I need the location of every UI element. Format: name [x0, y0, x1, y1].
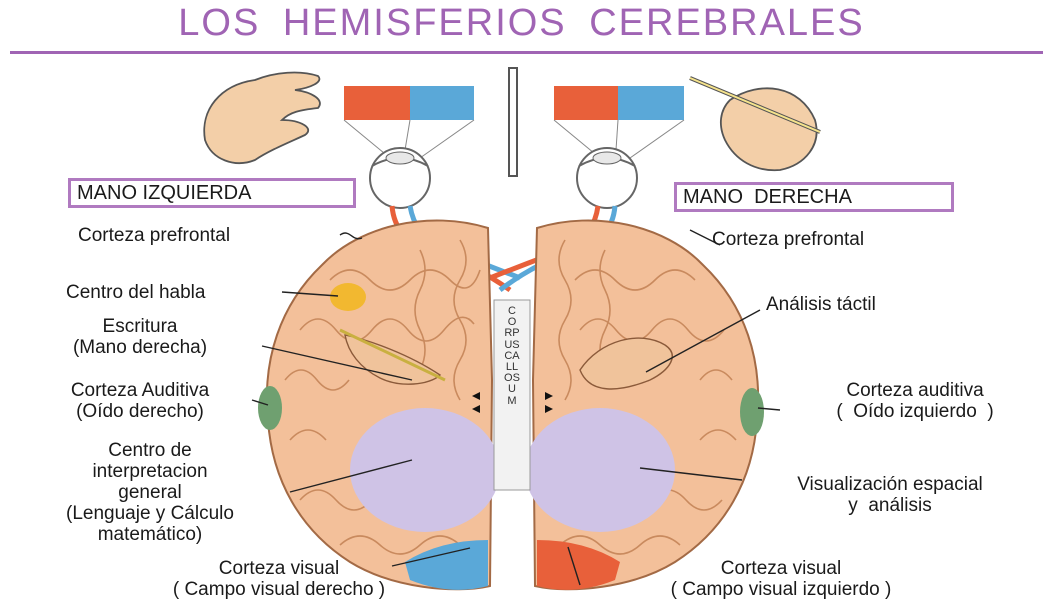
- label-prefrontal-right: Corteza prefrontal: [712, 229, 864, 250]
- label-interpretation-line1: Centro de: [10, 440, 290, 461]
- label-interpretation-line5: matemático): [10, 524, 290, 545]
- label-right-hand: MANO DERECHA: [674, 182, 954, 212]
- right-hemisphere: [533, 220, 758, 589]
- label-writing-line1: Escritura: [20, 316, 260, 337]
- label-writing-line2: (Mano derecha): [20, 337, 260, 358]
- left-hemisphere: [267, 220, 492, 589]
- label-visual-right-line1: Corteza visual: [596, 558, 966, 579]
- label-auditory-left-line1: Corteza Auditiva: [20, 380, 260, 401]
- diagram-title: LOS HEMISFERIOS CEREBRALES: [0, 2, 1043, 45]
- label-visual-left-line2: ( Campo visual derecho ): [104, 579, 454, 600]
- left-hand-illustration: [204, 73, 320, 164]
- blue-square-left: [410, 86, 474, 120]
- corpus-callosum-label: CORPUS CALLOSUM: [504, 306, 520, 407]
- label-visual-right-line2: ( Campo visual izquierdo ): [596, 579, 966, 600]
- red-square-left: [344, 86, 410, 120]
- label-left-hand: MANO IZQUIERDA: [68, 178, 356, 208]
- red-square-right: [554, 86, 618, 120]
- right-hand-illustration: [690, 78, 820, 170]
- right-eye: [577, 148, 637, 208]
- center-divider: [509, 68, 517, 176]
- visual-field-squares-left: [344, 86, 474, 120]
- label-visual-left-line1: Corteza visual: [104, 558, 454, 579]
- label-interpretation-line2: interpretacion: [10, 461, 290, 482]
- left-eye: [370, 148, 430, 208]
- label-prefrontal-left: Corteza prefrontal: [78, 225, 230, 246]
- title-underline: [10, 51, 1043, 54]
- right-auditory-area: [740, 388, 764, 436]
- label-tactile-analysis: Análisis táctil: [766, 294, 876, 315]
- speech-center-area: [330, 283, 366, 311]
- label-auditory-right: Corteza auditiva ( Oído izquierdo ): [790, 380, 1040, 422]
- label-spatial-line1: Visualización espacial: [740, 474, 1040, 495]
- left-auditory-area: [258, 386, 282, 430]
- label-auditory-right-line1: Corteza auditiva: [790, 380, 1040, 401]
- label-interpretation-line4: (Lenguaje y Cálculo: [10, 503, 290, 524]
- label-visual-left: Corteza visual ( Campo visual derecho ): [104, 558, 454, 600]
- blue-square-right: [618, 86, 684, 120]
- label-auditory-left-line2: (Oído derecho): [20, 401, 260, 422]
- label-spatial-line2: y análisis: [740, 495, 1040, 516]
- label-auditory-left: Corteza Auditiva (Oído derecho): [20, 380, 260, 422]
- visual-field-squares-right: [554, 86, 684, 120]
- label-speech-center: Centro del habla: [66, 282, 205, 303]
- label-writing: Escritura (Mano derecha): [20, 316, 260, 358]
- label-spatial-visualization: Visualización espacial y análisis: [740, 474, 1040, 516]
- label-interpretation: Centro de interpretacion general (Lengua…: [10, 440, 290, 545]
- label-interpretation-line3: general: [10, 482, 290, 503]
- label-visual-right: Corteza visual ( Campo visual izquierdo …: [596, 558, 966, 600]
- label-auditory-right-line2: ( Oído izquierdo ): [790, 401, 1040, 422]
